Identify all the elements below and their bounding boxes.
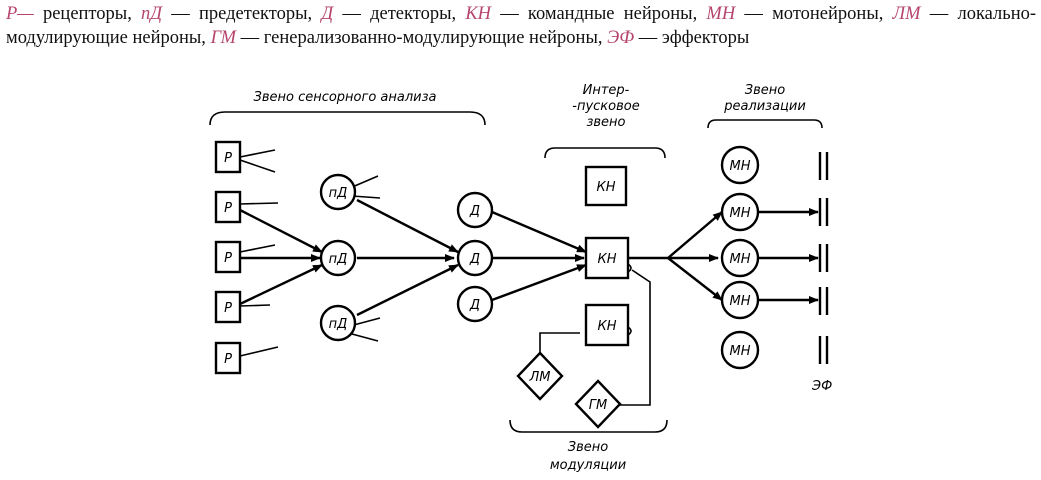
command-neuron-2: КН bbox=[584, 236, 630, 280]
caption-detector-abbr: Д bbox=[321, 4, 334, 24]
svg-text:Р: Р bbox=[224, 301, 232, 316]
svg-text:КН: КН bbox=[596, 180, 615, 195]
caption-effector-abbr: ЭФ bbox=[607, 28, 635, 48]
predetector-3: пД bbox=[319, 304, 357, 342]
group-modulation-label-2: модуляции bbox=[550, 458, 626, 473]
local-modulatory-neuron: ЛМ bbox=[516, 351, 564, 401]
svg-text:МН: МН bbox=[730, 159, 751, 174]
svg-text:пД: пД bbox=[329, 252, 348, 267]
svg-text:КН: КН bbox=[597, 252, 616, 267]
svg-text:Д: Д bbox=[469, 204, 480, 219]
edge-d1-kn2 bbox=[491, 210, 587, 254]
group-realization-label-2: реализации bbox=[723, 99, 806, 114]
brace-sensory bbox=[209, 111, 486, 126]
edge-gm-loop bbox=[620, 269, 651, 406]
caption-motoneuron-desc: — мотонейроны, bbox=[735, 4, 893, 24]
connections bbox=[239, 198, 819, 406]
general-modulatory-neuron: ГМ bbox=[574, 379, 622, 429]
svg-text:КН: КН bbox=[597, 319, 616, 334]
brace-modulation bbox=[509, 419, 668, 433]
group-trigger-label-2: -пусковое bbox=[572, 99, 639, 114]
detector-2: Д bbox=[456, 239, 494, 277]
motoneuron-5: МН bbox=[720, 330, 760, 370]
svg-text:МН: МН bbox=[730, 252, 751, 267]
receptor-5: Р bbox=[214, 341, 242, 375]
svg-text:МН: МН bbox=[730, 206, 751, 221]
predetector-2: пД bbox=[319, 239, 357, 277]
svg-text:ГМ: ГМ bbox=[589, 398, 607, 413]
group-realization-label-1: Звено bbox=[745, 83, 785, 98]
caption-generalmod-desc: — генерализованно-модулирующие нейроны, bbox=[236, 28, 608, 48]
svg-text:МН: МН bbox=[730, 344, 751, 359]
receptor-4: Р bbox=[214, 290, 242, 324]
caption-predetector-desc: — предетекторы, bbox=[162, 4, 322, 24]
command-neuron-1: КН bbox=[584, 165, 628, 207]
brace-trigger bbox=[544, 147, 666, 159]
receptor-3: Р bbox=[214, 240, 242, 274]
caption-detector-desc: — детекторы, bbox=[333, 4, 466, 24]
caption-effector-desc: — эффекторы bbox=[634, 28, 750, 48]
caption-generalmod-abbr: ГМ bbox=[210, 28, 237, 48]
group-trigger-label-3: звено bbox=[586, 115, 625, 130]
caption-command-desc: — командные нейроны, bbox=[491, 4, 707, 24]
edge-pd3-d2 bbox=[356, 263, 459, 317]
svg-text:Д: Д bbox=[469, 252, 480, 267]
svg-text:пД: пД bbox=[329, 317, 348, 332]
brace-realization bbox=[707, 119, 823, 129]
svg-text:МН: МН bbox=[730, 294, 751, 309]
svg-text:Р: Р bbox=[224, 251, 232, 266]
caption-localmod-desc: — локально-модулирующие нейроны, bbox=[6, 4, 1037, 48]
group-sensory-label: Звено сенсорного анализа bbox=[253, 90, 436, 105]
svg-text:пД: пД bbox=[329, 186, 348, 201]
detector-1: Д bbox=[456, 191, 494, 229]
edge-lm-kn3 bbox=[539, 332, 580, 353]
caption-motoneuron-abbr: МН bbox=[706, 4, 736, 24]
caption-command-abbr: КН bbox=[465, 4, 492, 24]
svg-text:Р: Р bbox=[224, 201, 232, 216]
group-modulation-label-1: Звено bbox=[568, 440, 608, 455]
edge-pd1-d2 bbox=[356, 198, 459, 254]
effector-label: ЭФ bbox=[811, 379, 832, 394]
svg-text:Р: Р bbox=[224, 352, 232, 367]
svg-text:ЛМ: ЛМ bbox=[529, 370, 551, 385]
detector-3: Д bbox=[456, 285, 494, 323]
figure-caption: Р— рецепторы, пД — предетекторы, Д — дет… bbox=[6, 2, 1036, 50]
receptor-1: Р bbox=[214, 140, 242, 174]
predetector-1: пД bbox=[319, 173, 357, 211]
command-neuron-3: КН bbox=[584, 303, 630, 347]
group-trigger-label-1: Интер- bbox=[583, 83, 630, 98]
edge-r2-pd2 bbox=[239, 208, 323, 254]
receptor-2: Р bbox=[214, 190, 242, 224]
motoneuron-1: МН bbox=[720, 145, 760, 185]
svg-text:Р: Р bbox=[224, 151, 232, 166]
caption-receptor-desc: рецепторы, bbox=[33, 4, 142, 24]
caption-predetector-abbr: пД bbox=[141, 4, 163, 24]
motoneuron-4: МН bbox=[720, 280, 760, 320]
edge-r4-pd2 bbox=[239, 263, 323, 306]
edge-d3-kn2 bbox=[491, 263, 587, 302]
edge-kn2-mn4 bbox=[667, 257, 723, 301]
motoneuron-3: МН bbox=[720, 238, 760, 278]
svg-text:Д: Д bbox=[469, 298, 480, 313]
motoneuron-2: МН bbox=[720, 192, 760, 232]
caption-receptor-abbr: Р— bbox=[6, 4, 34, 24]
caption-localmod-abbr: ЛМ bbox=[892, 4, 921, 24]
receptor-stimuli-lines bbox=[239, 149, 381, 357]
edge-kn2-mn2 bbox=[628, 211, 723, 260]
effectors bbox=[818, 152, 829, 364]
